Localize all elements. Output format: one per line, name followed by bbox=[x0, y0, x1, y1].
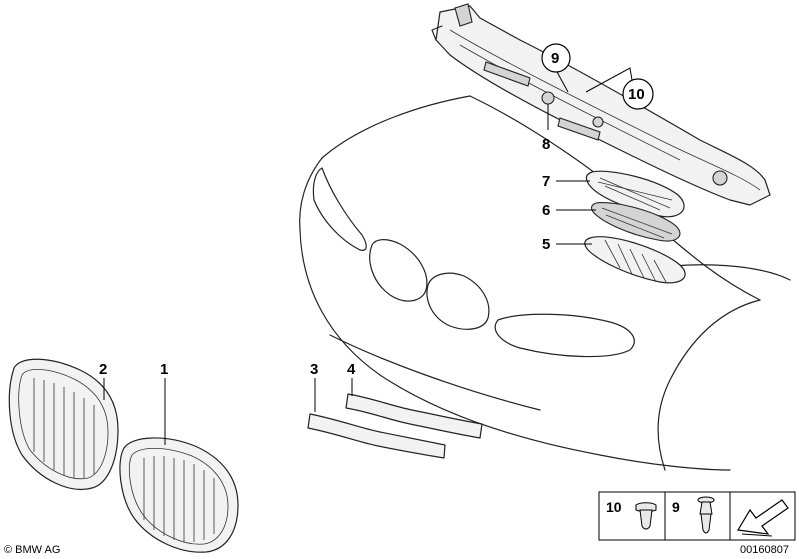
direction-arrow-icon bbox=[737, 499, 789, 537]
callout-10-circle bbox=[622, 78, 654, 110]
callout-10: 10 bbox=[628, 86, 645, 103]
callout-4: 4 bbox=[347, 361, 356, 378]
expanding-rivet-icon bbox=[697, 496, 715, 534]
kidney-grille-1 bbox=[119, 437, 239, 553]
headlight-right bbox=[494, 313, 635, 358]
grille-part-5 bbox=[584, 236, 686, 284]
cowl-panel bbox=[431, 3, 771, 206]
callout-2: 2 bbox=[99, 361, 107, 378]
legend-label-9: 9 bbox=[672, 499, 680, 515]
copyright-text: © BMW AG bbox=[4, 544, 60, 556]
car-kidney-openings bbox=[369, 239, 490, 330]
diagram-number: 00160807 bbox=[740, 544, 789, 556]
legend-box: 10 9 bbox=[598, 491, 796, 541]
callout-5: 5 bbox=[542, 236, 550, 253]
callout-1: 1 bbox=[160, 361, 168, 378]
headlight-left bbox=[312, 167, 367, 251]
strip-part-3 bbox=[307, 413, 446, 459]
clip-nut-icon bbox=[635, 502, 657, 530]
callout-7: 7 bbox=[542, 173, 550, 190]
callout-9: 9 bbox=[551, 50, 559, 67]
legend-label-10: 10 bbox=[606, 499, 622, 515]
callouts: 1 2 3 4 5 6 7 8 9 10 bbox=[99, 43, 654, 378]
kidney-grille-2 bbox=[8, 358, 119, 490]
callout-6: 6 bbox=[542, 202, 550, 219]
callout-9-circle bbox=[541, 43, 571, 73]
leader-lines bbox=[103, 67, 633, 445]
callout-8: 8 bbox=[542, 136, 550, 153]
strip-part-4 bbox=[345, 393, 483, 439]
callout-3: 3 bbox=[310, 361, 318, 378]
